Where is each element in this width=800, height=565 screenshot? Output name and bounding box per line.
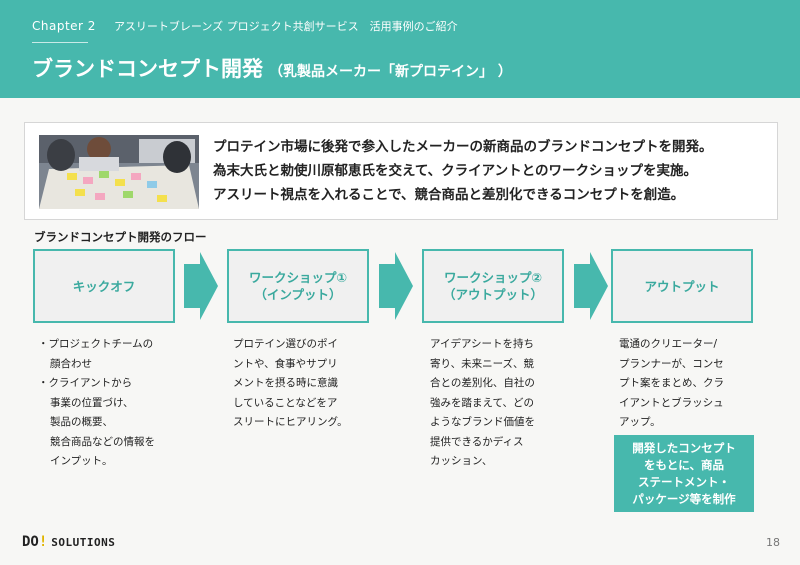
workshop-photo xyxy=(39,135,199,209)
desc-line: 寄り、未来ニーズ、競 xyxy=(430,357,535,370)
flow-title: ブランドコンセプト開発のフロー xyxy=(34,230,207,244)
desc-line: 競合商品などの情報を xyxy=(50,435,155,448)
flow-arrow-icon xyxy=(184,252,218,320)
logo-do: DO xyxy=(22,534,39,550)
logo-solutions: SOLUTIONS xyxy=(51,535,116,549)
desc-line: 強みを踏まえて、どの xyxy=(430,396,534,409)
summary-line: プロテイン市場に後発で参入したメーカーの新商品のブランドコンセプトを開発。 xyxy=(213,139,713,155)
desc-line: ・プロジェクトチームの xyxy=(38,338,154,350)
flow-step-label: ワークショップ② xyxy=(443,270,543,285)
desc-line: プロテイン選びのポイ xyxy=(233,338,338,350)
output-highlight-box: 開発したコンセプト をもとに、商品 ステートメント・ パッケージ等を制作 xyxy=(614,435,754,512)
flow-desc-output: 電通のクリエーター/ プランナーが、コンセ プト案をまとめ、クラ イアントとブラ… xyxy=(619,335,759,433)
highlight-line: 開発したコンセプト xyxy=(632,440,736,455)
flow-step-label: キックオフ xyxy=(72,278,136,294)
flow-step-kickoff: キックオフ xyxy=(33,249,175,323)
desc-line: スリートにヒアリング。 xyxy=(233,416,348,428)
chapter-divider xyxy=(32,42,88,43)
desc-line: 顔合わせ xyxy=(50,357,92,370)
page-number: 18 xyxy=(766,536,780,549)
flow-desc-kickoff: ・プロジェクトチームの 顔合わせ ・クライアントから 事業の位置づけ、 製品の概… xyxy=(38,335,188,472)
desc-line: カッション、 xyxy=(430,455,493,467)
desc-line: アップ。 xyxy=(619,416,661,428)
flow-arrow-icon xyxy=(379,252,413,320)
highlight-line: をもとに、商品 xyxy=(644,457,724,472)
desc-line: 提供できるかディス xyxy=(430,435,524,448)
desc-line: ようなブランド価値を xyxy=(430,416,535,428)
flow-step-workshop-output: ワークショップ② （アウトプット） xyxy=(422,249,564,323)
page-title-sub: （乳製品メーカー「新プロテイン」 ） xyxy=(269,64,512,80)
summary-box: プロテイン市場に後発で参入したメーカーの新商品のブランドコンセプトを開発。 為末… xyxy=(24,122,778,220)
summary-text: プロテイン市場に後発で参入したメーカーの新商品のブランドコンセプトを開発。 為末… xyxy=(213,135,713,207)
desc-line: プト案をまとめ、クラ xyxy=(619,377,724,389)
flow-step-label-sub: （インプット） xyxy=(254,287,342,302)
desc-line: アイデアシートを持ち xyxy=(430,338,535,350)
desc-line: 電通のクリエーター/ xyxy=(619,338,718,350)
desc-line: 製品の概要、 xyxy=(50,416,113,428)
desc-line: していることなどをア xyxy=(233,396,338,409)
flow-step-output: アウトプット xyxy=(611,249,753,323)
flow-desc-workshop-input: プロテイン選びのポイ ントや、食事やサプリ メントを摂る時に意識 していることな… xyxy=(233,335,373,433)
chapter-subtitle: アスリートブレーンズ プロジェクト共創サービス 活用事例のご紹介 xyxy=(113,20,458,33)
desc-line: イアントとブラッシュ xyxy=(619,396,724,409)
desc-line: 事業の位置づけ、 xyxy=(50,396,134,409)
flow-arrow-icon xyxy=(574,252,608,320)
summary-line: アスリート視点を入れることで、競合商品と差別化できるコンセプトを創造。 xyxy=(213,187,685,203)
summary-line: 為末大氏と勅使川原郁恵氏を交えて、クライアントとのワークショップを実施。 xyxy=(213,163,697,179)
flow-step-workshop-input: ワークショップ① （インプット） xyxy=(227,249,369,323)
flow-step-label: アウトプット xyxy=(644,278,720,294)
desc-line: ・クライアントから xyxy=(38,377,133,389)
logo-bang: ! xyxy=(38,534,48,550)
chapter-row: Chapter 2 アスリートブレーンズ プロジェクト共創サービス 活用事例のご… xyxy=(32,18,458,34)
desc-line: ントや、食事やサプリ xyxy=(233,357,338,370)
highlight-line: パッケージ等を制作 xyxy=(632,491,736,506)
desc-line: インプット。 xyxy=(50,455,113,467)
desc-line: 合との差別化、自社の xyxy=(430,377,535,389)
desc-line: メントを摂る時に意識 xyxy=(233,377,338,389)
chapter-label: Chapter 2 xyxy=(32,19,96,33)
do-solutions-logo: DO!SOLUTIONS xyxy=(22,534,115,550)
highlight-line: ステートメント・ xyxy=(638,474,730,489)
page-title-main: ブランドコンセプト開発 xyxy=(32,57,263,81)
flow-desc-workshop-output: アイデアシートを持ち 寄り、未来ニーズ、競 合との差別化、自社の 強みを踏まえて… xyxy=(430,335,570,472)
desc-line: プランナーが、コンセ xyxy=(619,357,724,370)
header-banner: Chapter 2 アスリートブレーンズ プロジェクト共創サービス 活用事例のご… xyxy=(0,0,800,98)
flow-step-label-sub: （アウトプット） xyxy=(442,287,543,302)
page-title: ブランドコンセプト開発 （乳製品メーカー「新プロテイン」 ） xyxy=(32,53,512,83)
flow-step-label: ワークショップ① xyxy=(248,270,348,285)
